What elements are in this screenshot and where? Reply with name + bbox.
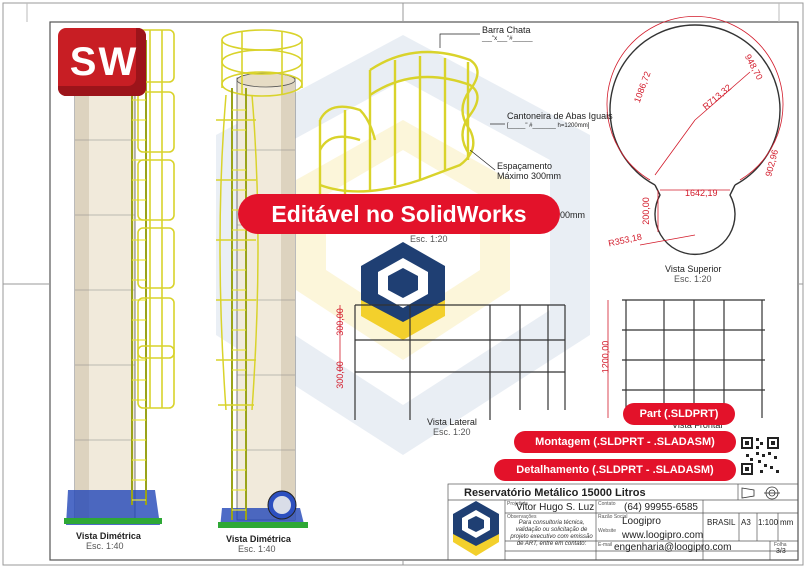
editable-banner: Editável no SolidWorks — [238, 194, 560, 234]
scale-value: 1:100 — [758, 518, 779, 527]
solidworks-logo: SW — [58, 28, 150, 100]
dimension: 200,00 — [640, 197, 651, 225]
sw-letters: SW — [69, 40, 139, 84]
front-view-title: Vista Frontal — [672, 420, 723, 430]
barra-chata-spec: ___"x___"#______ — [482, 36, 533, 42]
badge-montagem: Montagem (.SLDPRT - .SLADASM) — [514, 431, 736, 453]
top-view-title: Vista Superior — [665, 264, 722, 274]
contato-label: Contato — [598, 501, 616, 507]
tower-1 — [64, 29, 175, 525]
email-label: E-mail — [598, 542, 613, 548]
projetista-value: Vitor Hugo S. Luz — [516, 502, 595, 513]
observacoes-text: Para consultoria técnica, validação ou s… — [510, 520, 593, 547]
dimension: 300,00 — [334, 361, 345, 389]
email-value: engenharia@loogipro.com — [614, 542, 732, 553]
unit-value: mm — [780, 518, 794, 527]
badge-detalhamento: Detalhamento (.SLDPRT - .SLADASM) — [494, 459, 736, 481]
barra-chata-label: Barra Chata — [482, 25, 531, 35]
title-block-grid — [447, 483, 799, 561]
contato-value: (64) 99955-6585 — [624, 502, 698, 513]
sheet-value: 3/3 — [776, 548, 786, 555]
dimension: 1642,19 — [685, 188, 718, 198]
mm-label: 00mm — [560, 210, 586, 220]
espacamento-max: Máximo 300mm — [497, 171, 562, 181]
format-value: A3 — [741, 518, 751, 527]
center-logo — [361, 242, 445, 340]
drawing-title: Reservatório Metálico 15000 Litros — [464, 487, 646, 499]
badge-part: Part (.SLDPRT) — [623, 403, 735, 425]
cantoneira-label: Cantoneira de Abas Iguais — [507, 111, 613, 121]
railing-detail — [318, 50, 479, 195]
dimension: 1200,00 — [600, 340, 611, 374]
top-view-scale: Esc. 1:20 — [674, 274, 712, 284]
dimension: 300,00 — [334, 308, 345, 336]
front-view — [607, 299, 765, 418]
detail-view-scale: Esc. 1:20 — [410, 234, 448, 244]
side-view-title: Vista Lateral — [427, 417, 477, 427]
tower-2 — [216, 29, 308, 528]
country-value: BRASIL — [707, 518, 736, 527]
projection-symbol — [741, 486, 780, 500]
razao-value: Loogipro — [622, 516, 661, 527]
dimetric-view-2-scale: Esc. 1:40 — [238, 544, 276, 554]
sheet-label: Folha — [774, 542, 787, 548]
side-view — [339, 304, 566, 420]
razao-label: Razão Social — [598, 514, 628, 520]
cantoneira-spec: [_____" #_______ h=1200mm] — [507, 123, 590, 129]
sw-cube — [58, 28, 146, 96]
dimetric-view-2-title: Vista Dimétrica — [226, 534, 291, 544]
top-view — [606, 16, 784, 256]
side-view-scale: Esc. 1:20 — [433, 427, 471, 437]
website-value: www.loogipro.com — [622, 530, 704, 541]
qr-code — [740, 436, 780, 476]
dimetric-view-1-scale: Esc. 1:40 — [86, 541, 124, 551]
espacamento-label: Espaçamento — [497, 161, 553, 171]
observacoes-label: Observações — [507, 514, 537, 520]
dimetric-view-1-title: Vista Dimétrica — [76, 531, 141, 541]
website-label: Website — [598, 528, 616, 534]
projetista-label: Projetista — [507, 501, 528, 507]
title-block-logo — [453, 501, 499, 556]
